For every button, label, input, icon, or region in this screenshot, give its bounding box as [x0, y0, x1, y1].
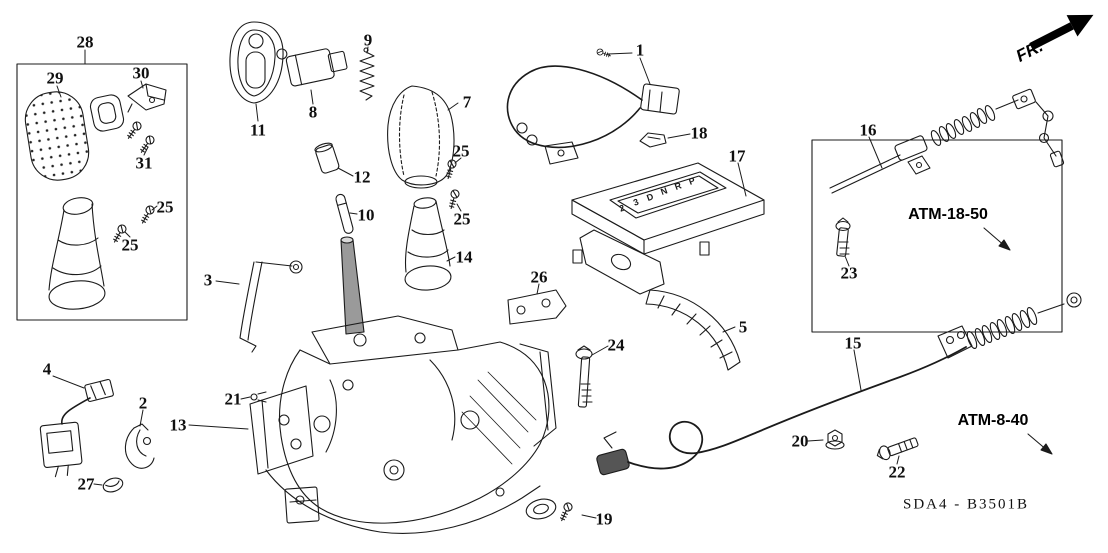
- part-8-solenoid-drawing: [276, 48, 348, 87]
- part-25-screws-middle-drawing: [443, 158, 461, 211]
- part-20-nut-drawing: [825, 429, 845, 450]
- callout-25-c: 25: [452, 141, 470, 161]
- part-7-knob-drawing: [387, 85, 455, 189]
- callout-2: 2: [138, 393, 148, 413]
- gear-letter: 3: [632, 197, 640, 208]
- part-10-pin-drawing: [335, 193, 354, 234]
- callout-8: 8: [308, 102, 318, 122]
- callout-3: 3: [203, 270, 213, 290]
- callout-4: 4: [42, 359, 52, 379]
- part-11-escutcheon-drawing: [229, 21, 284, 104]
- callout-26: 26: [530, 267, 548, 287]
- callout-27: 27: [77, 474, 95, 494]
- callout-14: 14: [455, 247, 473, 267]
- callout-28: 28: [76, 32, 94, 52]
- callout-25-a: 25: [156, 197, 174, 217]
- part-4-switch-drawing: [39, 378, 114, 478]
- callout-31: 31: [135, 153, 153, 173]
- callout-29: 29: [46, 68, 64, 88]
- part-23-bolt-drawing: [835, 217, 851, 257]
- fr-arrow-icon: [1029, 14, 1094, 51]
- callout-21: 21: [224, 389, 242, 409]
- part-1-harness-drawing: [506, 47, 680, 165]
- part-12-bushing-drawing: [314, 142, 340, 174]
- callout-15: 15: [844, 333, 862, 353]
- ref-label-atm-8-40: ATM-8-40: [957, 412, 1029, 429]
- callout-22: 22: [888, 462, 906, 482]
- group-box-28: [16, 63, 188, 321]
- gear-letter: P: [687, 175, 696, 186]
- leader-lines: [52, 46, 900, 519]
- gear-letter: 2: [618, 203, 626, 214]
- ref-label-atm-18-50: ATM-18-50: [908, 206, 988, 223]
- callout-25-b: 25: [121, 235, 139, 255]
- callout-17: 17: [728, 146, 746, 166]
- callout-18: 18: [690, 123, 708, 143]
- part-16-control-cable-drawing: [829, 88, 1065, 194]
- callout-30: 30: [132, 63, 150, 83]
- callout-20: 20: [791, 431, 809, 451]
- callout-7: 7: [462, 92, 472, 112]
- part-31-screws-drawing: [124, 119, 157, 156]
- drawing-code: SDA4 - B3501B: [902, 496, 1030, 513]
- gear-letter: N: [659, 185, 669, 197]
- part-2-clamp-drawing: [124, 423, 155, 469]
- part-28-boot-drawing: [48, 197, 106, 310]
- gear-letter: D: [645, 191, 655, 203]
- part-29-knob-drawing: [24, 91, 90, 181]
- atm-8-40-arrow: [1027, 433, 1053, 455]
- part-9-spring-drawing: [359, 47, 375, 101]
- callout-19: 19: [595, 509, 613, 529]
- group-box-16: [811, 139, 1063, 333]
- callout-25-d: 25: [453, 209, 471, 229]
- part-30-bracket-drawing: [89, 83, 167, 132]
- callout-23: 23: [840, 263, 858, 283]
- callout-16: 16: [859, 120, 877, 140]
- callout-11: 11: [249, 120, 267, 140]
- part-18-clip-drawing: [639, 132, 667, 148]
- part-19-grommet-drawing: [525, 498, 574, 523]
- gear-position-letters: P R N D 3 2: [618, 175, 697, 213]
- part-3-bracket-drawing: [239, 260, 303, 353]
- callout-9: 9: [363, 30, 373, 50]
- callout-10: 10: [357, 205, 375, 225]
- part-21-clip-drawing: [250, 391, 267, 403]
- part-5-shield-drawing: [645, 289, 741, 371]
- part-27-cap-drawing: [102, 477, 124, 493]
- callout-5: 5: [738, 317, 748, 337]
- part-22-bolt-drawing: [876, 437, 919, 461]
- part-26-plate-drawing: [507, 289, 567, 325]
- part-17-indicator-drawing: [571, 162, 765, 295]
- part-14-boot-drawing: [404, 197, 452, 291]
- callout-24: 24: [607, 335, 625, 355]
- callout-13: 13: [169, 415, 187, 435]
- part-24-bolt-drawing: [575, 345, 593, 408]
- gear-letter: R: [673, 180, 683, 192]
- part-15-change-wire-drawing: [596, 292, 1082, 476]
- atm-18-50-arrow: [983, 227, 1011, 251]
- callout-1: 1: [635, 40, 645, 60]
- part-13-body-drawing: [249, 236, 557, 534]
- callout-12: 12: [353, 167, 371, 187]
